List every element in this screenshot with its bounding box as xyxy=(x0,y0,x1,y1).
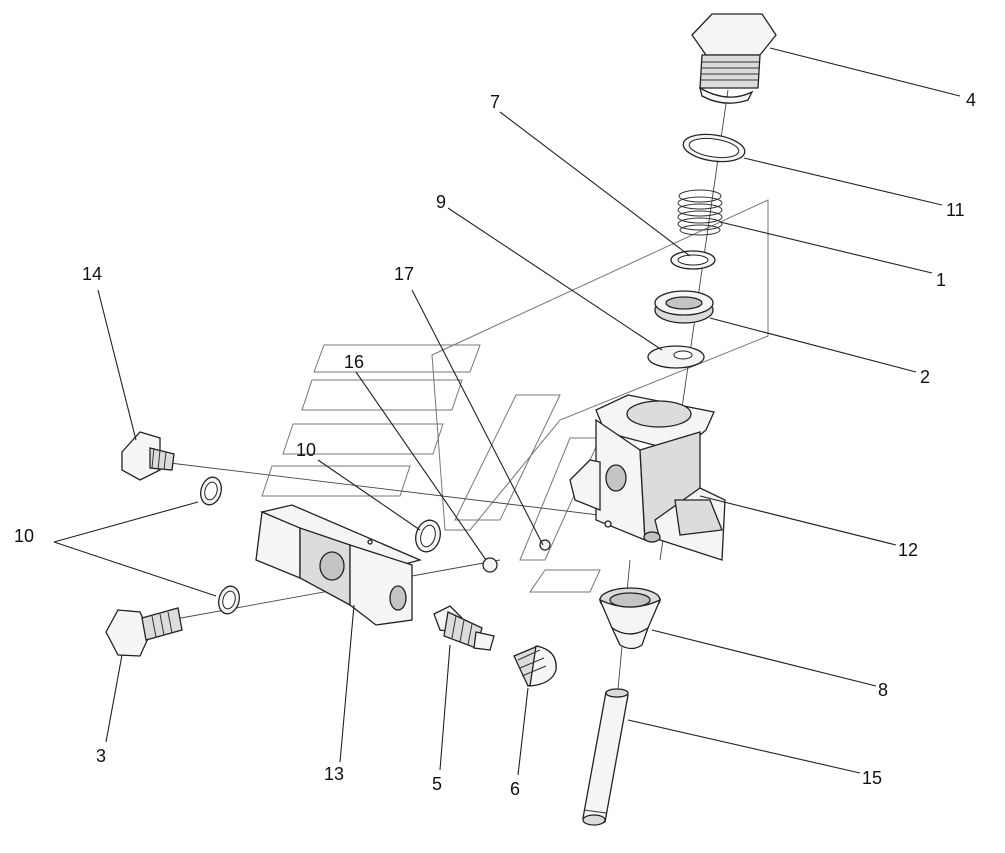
part-3-hex-bolt xyxy=(105,607,183,657)
part-5-fitting xyxy=(433,605,495,651)
part-8-bushing xyxy=(598,587,662,650)
part-17-ball xyxy=(539,539,551,551)
part-2-valve-disc xyxy=(654,290,714,324)
callout-8: 8 xyxy=(878,680,888,700)
callout-14: 14 xyxy=(82,264,102,284)
callout-6: 6 xyxy=(510,779,520,799)
part-10-washer-right xyxy=(415,519,441,553)
callout-1: 1 xyxy=(936,270,946,290)
callout-9: 9 xyxy=(436,192,446,212)
part-10-washer-upper xyxy=(200,476,222,506)
callout-10-left: 10 xyxy=(14,526,34,546)
callout-10-top: 10 xyxy=(296,440,316,460)
part-1-spring xyxy=(677,189,723,236)
part-14-hex-bolt xyxy=(121,431,175,481)
callout-15: 15 xyxy=(862,768,882,788)
callout-7: 7 xyxy=(490,92,500,112)
callout-4: 4 xyxy=(966,90,976,110)
callout-16: 16 xyxy=(344,352,364,372)
callout-17: 17 xyxy=(394,264,414,284)
part-9-flat-washer xyxy=(647,345,705,369)
horizontal-axis xyxy=(144,459,641,521)
part-11-o-ring xyxy=(682,133,746,163)
callout-11: 11 xyxy=(946,200,965,220)
callout-12: 12 xyxy=(898,540,918,560)
part-12-valve-body xyxy=(569,394,726,561)
leader-lines xyxy=(53,47,961,776)
part-13-block xyxy=(255,504,422,626)
part-15-pin xyxy=(582,688,629,826)
part-10-washer-lower xyxy=(218,585,240,615)
callout-13: 13 xyxy=(324,764,344,784)
part-6-cap xyxy=(513,645,557,687)
callout-3: 3 xyxy=(96,746,106,766)
part-7-washer xyxy=(670,250,716,270)
background-ghost-outline xyxy=(261,199,769,593)
part-4-hex-plug xyxy=(691,13,777,104)
callout-labels: 4 11 1 2 7 9 17 16 10 12 14 10 8 15 3 13… xyxy=(14,90,976,799)
callout-5: 5 xyxy=(432,774,442,794)
callout-2: 2 xyxy=(920,367,930,387)
part-16-ball xyxy=(482,557,498,573)
